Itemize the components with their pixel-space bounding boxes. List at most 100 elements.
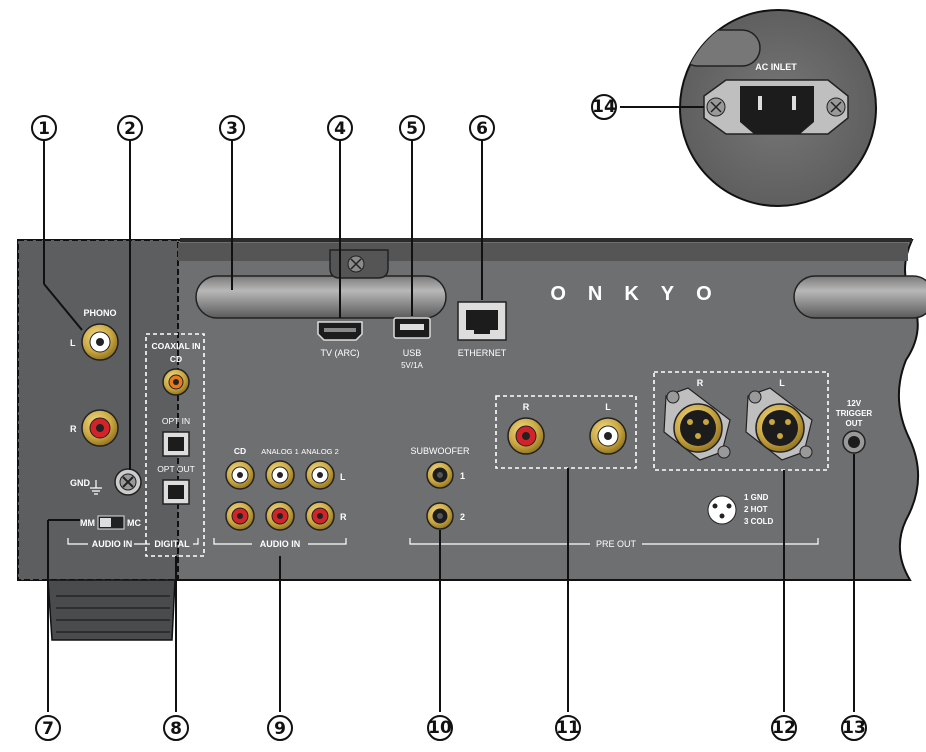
antenna-left	[195, 275, 447, 319]
coaxial-in-label: COAXIAL IN	[152, 341, 201, 351]
phono-group-line	[67, 538, 199, 545]
subwoofer-label: SUBWOOFER	[410, 446, 470, 456]
phono-l-jack[interactable]	[81, 323, 119, 361]
callout-14: 14	[591, 94, 617, 120]
antenna-right	[793, 275, 926, 319]
xlr-r-jack[interactable]	[663, 387, 731, 461]
callout-8: 8	[163, 715, 189, 741]
pre-out-group-line	[409, 538, 819, 545]
svg-text:2: 2	[124, 119, 136, 139]
callout-1: 1	[31, 115, 57, 141]
callout-2: 2	[117, 115, 143, 141]
callout-4: 4	[327, 115, 353, 141]
analog-cd-label: CD	[234, 446, 246, 456]
svg-text:1: 1	[38, 119, 50, 139]
pre-out-xlr-box	[653, 371, 829, 471]
optical-in-port[interactable]	[162, 431, 190, 457]
brand-logo: ONKYO	[550, 283, 733, 305]
analog-cd-l-jack[interactable]	[225, 460, 255, 490]
coaxial-jack[interactable]	[162, 368, 190, 396]
xlr-pin-diagram	[707, 495, 737, 525]
svg-text:11: 11	[556, 718, 580, 738]
callout-12: 12	[771, 715, 797, 741]
ground-symbol	[90, 480, 102, 495]
callout-5: 5	[399, 115, 425, 141]
svg-text:12: 12	[772, 718, 796, 738]
pre-out-label: PRE OUT	[596, 539, 637, 549]
digital-label: DIGITAL	[154, 539, 190, 549]
phono-l-label: L	[70, 338, 76, 348]
svg-text:10: 10	[428, 718, 452, 738]
analog2-l-jack[interactable]	[305, 460, 335, 490]
usb-port[interactable]	[393, 317, 431, 339]
coaxial-cd-label: CD	[170, 354, 182, 364]
audio-in-analog-label: AUDIO IN	[260, 539, 301, 549]
svg-text:6: 6	[476, 119, 488, 139]
analog-l-label: L	[340, 472, 346, 482]
xlr-l-jack[interactable]	[745, 387, 813, 461]
ac-inlet-label: AC INLET	[755, 62, 797, 72]
ethernet-port[interactable]	[457, 301, 507, 341]
analog-r-label: R	[340, 512, 347, 522]
leader-lines	[43, 106, 855, 712]
phono-label: PHONO	[83, 308, 116, 318]
mm-label: MM	[80, 518, 95, 528]
hdmi-port[interactable]	[317, 321, 363, 341]
gnd-terminal[interactable]	[114, 468, 142, 496]
callout-9: 9	[267, 715, 293, 741]
subwoofer-2-label: 2	[460, 512, 465, 522]
usb-power-label: 5V/1A	[401, 361, 423, 370]
svg-text:8: 8	[170, 719, 182, 739]
callout-7: 7	[35, 715, 61, 741]
analog-cd-r-jack[interactable]	[225, 501, 255, 531]
svg-text:3: 3	[226, 119, 238, 139]
phono-r-jack[interactable]	[81, 409, 119, 447]
panel-foot	[47, 579, 176, 641]
callout-11: 11	[555, 715, 581, 741]
mc-label: MC	[127, 518, 141, 528]
xlr-pin-3: 3 COLD	[744, 517, 774, 526]
xlr-r-label: R	[697, 378, 704, 388]
xlr-pin-2: 2 HOT	[744, 505, 768, 514]
hdmi-label: TV (ARC)	[321, 348, 360, 358]
trigger-label-1: 12V	[847, 399, 862, 408]
trigger-label-2: TRIGGER	[836, 409, 873, 418]
pre-out-l-label: L	[605, 402, 611, 412]
gnd-label: GND	[70, 478, 91, 488]
analog2-r-jack[interactable]	[305, 501, 335, 531]
pre-out-r-jack[interactable]	[507, 417, 545, 455]
svg-text:4: 4	[334, 119, 346, 139]
antenna-screw	[329, 249, 389, 279]
analog2-label: ANALOG 2	[301, 447, 339, 456]
mm-mc-switch[interactable]	[97, 515, 125, 530]
svg-text:5: 5	[406, 119, 418, 139]
opt-in-label: OPT IN	[162, 416, 190, 426]
analog-group-line	[213, 538, 347, 545]
xlr-l-label: L	[779, 378, 785, 388]
subwoofer-1-label: 1	[460, 471, 465, 481]
opt-out-label: OPT OUT	[157, 464, 195, 474]
pre-out-l-jack[interactable]	[589, 417, 627, 455]
analog1-l-jack[interactable]	[265, 460, 295, 490]
subwoofer-1-jack[interactable]	[426, 461, 454, 489]
pre-out-rca-box	[495, 395, 637, 469]
xlr-pin-1: 1 GND	[744, 493, 769, 502]
ac-inlet-port[interactable]	[703, 79, 849, 135]
svg-text:14: 14	[592, 97, 616, 117]
subwoofer-2-jack[interactable]	[426, 502, 454, 530]
svg-text:9: 9	[274, 719, 286, 739]
analog1-label: ANALOG 1	[261, 447, 299, 456]
panel-body	[17, 238, 919, 641]
usb-label: USB	[403, 348, 422, 358]
svg-text:7: 7	[42, 719, 54, 739]
optical-out-port[interactable]	[162, 479, 190, 505]
phono-r-label: R	[70, 424, 77, 434]
ethernet-label: ETHERNET	[458, 348, 507, 358]
trigger-label-3: OUT	[846, 419, 863, 428]
trigger-jack[interactable]	[842, 430, 866, 454]
analog1-r-jack[interactable]	[265, 501, 295, 531]
callout-10: 10	[427, 715, 453, 741]
svg-text:13: 13	[842, 718, 866, 738]
callout-6: 6	[469, 115, 495, 141]
